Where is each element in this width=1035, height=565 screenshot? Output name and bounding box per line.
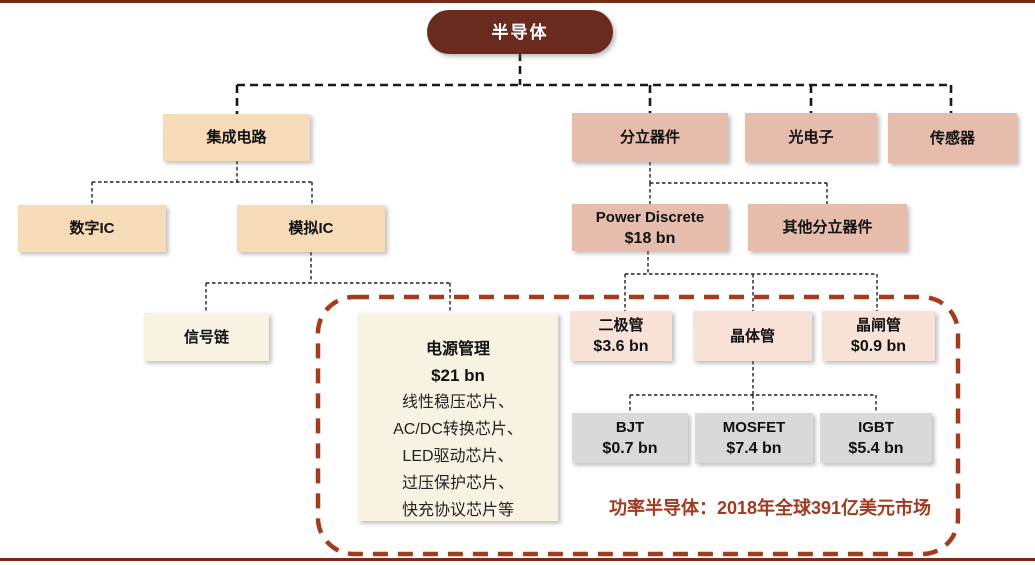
node-diode-label: 二极管 — [598, 317, 644, 334]
node-igbt-label: IGBT — [858, 419, 894, 436]
node-bjt: BJT $0.7 bn — [572, 413, 688, 463]
power-management-item: 线性稳压芯片、 — [401, 394, 514, 411]
node-optoelectronics: 光电子 — [745, 113, 877, 162]
node-optoelectronics-label: 光电子 — [788, 129, 834, 146]
node-mosfet: MOSFET $7.4 bn — [695, 413, 813, 463]
node-thyristor: 晶闸管 $0.9 bn — [822, 311, 935, 361]
node-thyristor-label: 晶闸管 — [855, 317, 901, 334]
node-transistor: 晶体管 — [693, 311, 812, 361]
node-other-discrete-label: 其他分立器件 — [782, 219, 873, 236]
node-power-discrete-label: Power Discrete — [595, 208, 705, 226]
node-signal-chain: 信号链 — [144, 313, 269, 361]
node-semiconductor-label: 半导体 — [491, 22, 549, 42]
node-power-management-title: 电源管理 — [425, 341, 490, 358]
node-sensors-label: 传感器 — [929, 129, 975, 147]
power-semiconductor-note: 功率半导体：2018年全球391亿美元市场 — [608, 498, 932, 518]
top-border-line — [0, 0, 1035, 3]
node-igbt: IGBT $5.4 bn — [820, 413, 932, 463]
node-integrated-circuit: 集成电路 — [163, 114, 310, 161]
power-semi-dashed-outline — [315, 294, 961, 557]
node-other-discrete: 其他分立器件 — [748, 204, 907, 251]
node-bjt-value: $0.7 bn — [602, 440, 658, 457]
node-sensors: 传感器 — [888, 113, 1017, 163]
node-transistor-label: 晶体管 — [729, 327, 775, 345]
node-analog-ic-label: 模拟IC — [288, 220, 334, 237]
node-analog-ic: 模拟IC — [237, 205, 385, 252]
node-power-management: 电源管理 $21 bn 线性稳压芯片、 AC/DC转换芯片、 LED驱动芯片、 … — [358, 313, 558, 521]
node-integrated-circuit-label: 集成电路 — [206, 129, 267, 146]
node-discrete-devices: 分立器件 — [572, 113, 728, 162]
node-discrete-devices-label: 分立器件 — [619, 129, 680, 146]
node-diode: 二极管 $3.6 bn — [570, 311, 672, 361]
node-power-discrete-value: $18 bn — [624, 229, 676, 247]
node-igbt-value: $5.4 bn — [848, 440, 904, 457]
node-thyristor-value: $0.9 bn — [850, 338, 907, 355]
node-semiconductor: 半导体 — [427, 10, 613, 54]
node-diode-value: $3.6 bn — [593, 338, 649, 355]
power-management-item: 快充协议芯片等 — [401, 502, 514, 519]
power-management-item: AC/DC转换芯片、 — [393, 421, 523, 438]
node-digital-ic: 数字IC — [18, 205, 166, 252]
node-mosfet-value: $7.4 bn — [726, 440, 782, 457]
node-signal-chain-label: 信号链 — [183, 328, 229, 346]
power-management-item: 过压保护芯片、 — [401, 475, 514, 492]
node-power-management-value: $21 bn — [431, 366, 485, 385]
node-mosfet-label: MOSFET — [722, 419, 786, 436]
node-bjt-label: BJT — [615, 419, 645, 436]
node-power-discrete: Power Discrete $18 bn — [572, 204, 728, 251]
power-management-item: LED驱动芯片、 — [402, 448, 514, 465]
node-digital-ic-label: 数字IC — [69, 220, 115, 237]
bottom-border-line — [0, 558, 1035, 561]
